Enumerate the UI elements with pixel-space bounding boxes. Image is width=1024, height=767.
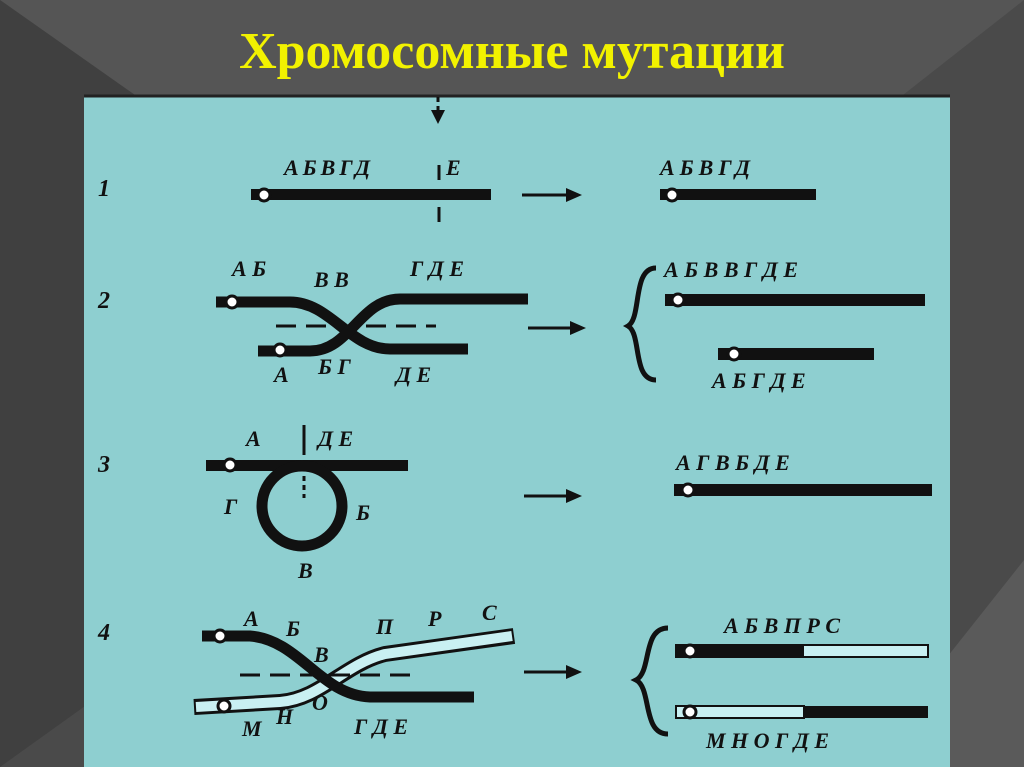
row-1-after: АБВГД: [658, 155, 816, 203]
chromosome-bar: [251, 189, 491, 200]
row-1-before: АБВГД Е: [251, 155, 491, 222]
centromere: [216, 698, 232, 714]
chromosome-bar: [665, 294, 925, 306]
gene-labels: Д Е: [394, 362, 431, 387]
gene-labels: М: [241, 716, 263, 741]
chromosome-bar: [660, 189, 816, 200]
gene-labels: В В: [313, 267, 349, 292]
gene-labels: Н: [275, 704, 294, 729]
gene-labels: Д Е: [316, 426, 353, 451]
row-2-number: 2: [97, 288, 110, 314]
row-4-arrow: [524, 665, 582, 679]
slide-title: Хромосомные мутации: [239, 23, 785, 80]
gene-labels: Г Д Е: [409, 256, 464, 281]
row-1-number: 1: [98, 176, 110, 202]
gene-labels: А: [244, 426, 261, 451]
gene-labels: АБВГД: [282, 155, 374, 180]
gene-labels: В: [297, 558, 313, 583]
gene-labels: А Б Г Д Е: [710, 368, 806, 393]
gene-labels: Г: [223, 494, 238, 519]
gene-labels: О: [312, 690, 328, 715]
chromosome-bar: [718, 348, 874, 360]
gene-labels: Б: [355, 500, 370, 525]
chromosome-bar: [675, 705, 805, 719]
row-2-after: А Б В В Г Д Е А Б Г Д Е: [622, 257, 925, 393]
chromosome-bar: [676, 645, 804, 657]
gene-labels: Р: [427, 606, 442, 631]
centromere: [670, 292, 686, 308]
centromere: [256, 187, 272, 203]
gene-label-cut: Е: [445, 155, 461, 180]
gene-labels: Г Д Е: [353, 714, 408, 739]
brace: [622, 265, 657, 383]
centromere: [682, 643, 698, 659]
gene-labels: А: [272, 362, 289, 387]
gene-labels: Б Г: [317, 354, 351, 379]
gene-labels: В: [313, 642, 329, 667]
dark-strand: [202, 630, 474, 703]
centromere: [212, 628, 228, 644]
row-3-arrow: [524, 489, 582, 503]
diagram-panel: [84, 95, 950, 767]
row-3-before: А Д Е Г Б В: [206, 425, 408, 583]
gene-labels: А: [242, 606, 259, 631]
row-3-after: А Г В Б Д Е: [674, 450, 932, 498]
row-2-arrow: [528, 321, 586, 335]
top-down-arrow: [431, 97, 445, 124]
row-4-after: А Б В П Р С М Н О Г Д Е: [630, 613, 929, 753]
chromosome-bar: [674, 484, 932, 496]
centromere: [272, 342, 288, 358]
gene-labels: А Г В Б Д Е: [674, 450, 790, 475]
brace: [630, 625, 669, 737]
centromere: [664, 187, 680, 203]
gene-labels: А Б В В Г Д Е: [662, 257, 798, 282]
gene-labels: Б: [285, 616, 300, 641]
gene-labels: АБВГД: [658, 155, 755, 180]
gene-labels: М Н О Г Д Е: [705, 728, 829, 753]
gene-labels: С: [482, 600, 497, 625]
gene-labels: П: [375, 614, 394, 639]
centromere: [224, 294, 240, 310]
centromere: [680, 482, 696, 498]
row-3-number: 3: [97, 452, 110, 478]
row-1-arrow: [522, 188, 582, 202]
row-4-before: А Б В П Р С М Н О Г Д Е: [193, 600, 516, 741]
row-4-number: 4: [97, 620, 110, 646]
centromere: [726, 346, 742, 362]
centromere: [682, 704, 698, 720]
inversion-loop: [256, 460, 348, 552]
gene-labels: А Б: [230, 256, 266, 281]
row-2-before: А Б В В Г Д Е А Б Г Д Е: [216, 256, 528, 387]
gene-labels: А Б В П Р С: [722, 613, 840, 638]
centromere: [222, 457, 238, 473]
